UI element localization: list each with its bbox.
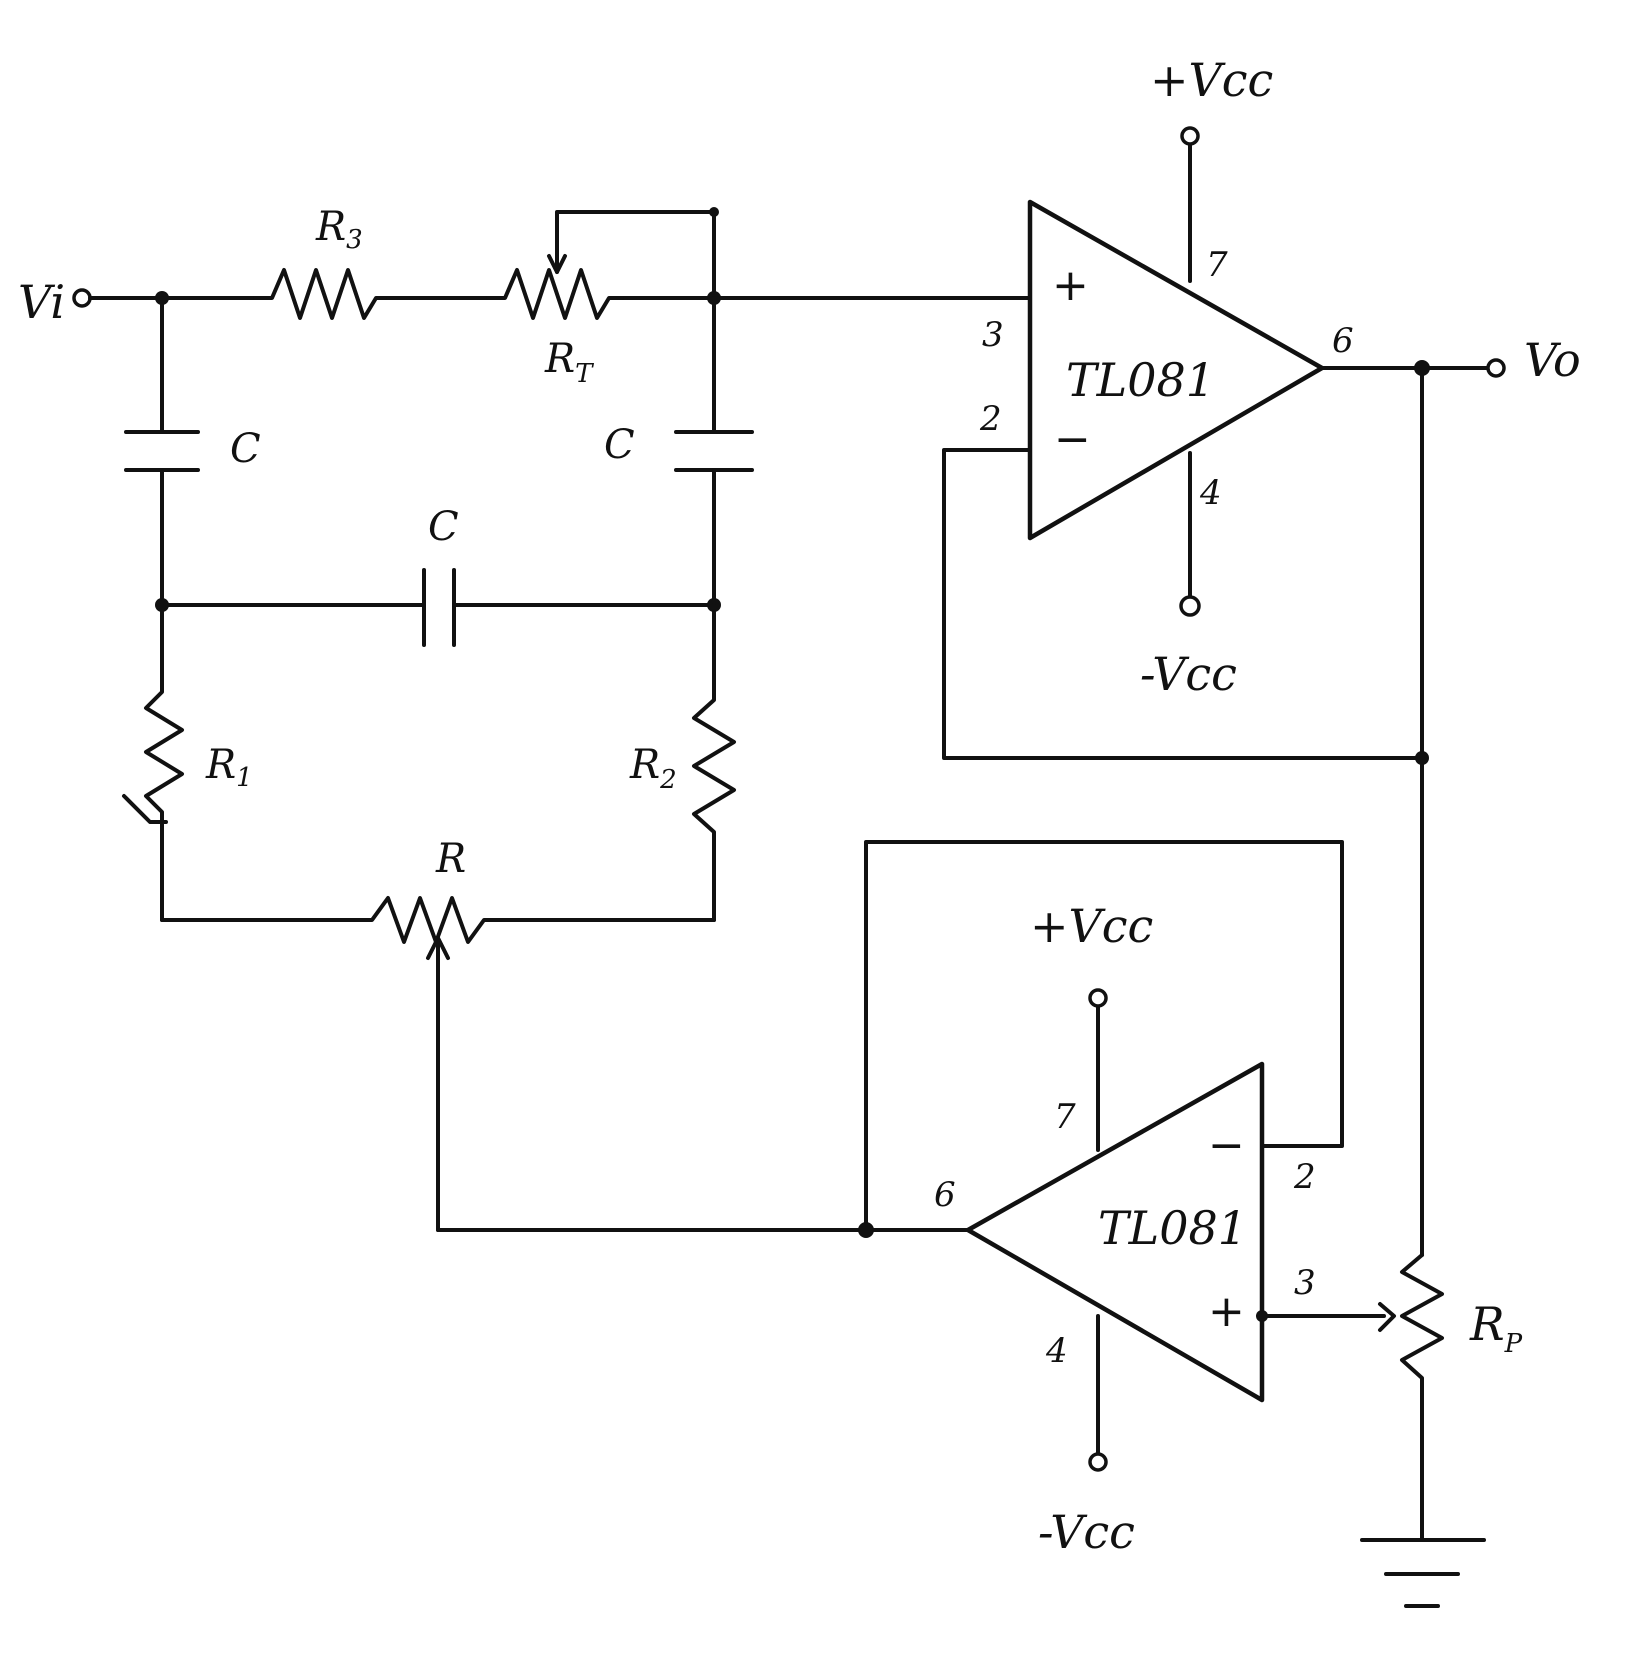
junction-dot: [709, 207, 719, 217]
opamp-bottom-pin-out: 6: [934, 1175, 956, 1215]
rp-label: RP: [1469, 1297, 1523, 1359]
opamp-top-pin-plus: 3: [982, 315, 1004, 355]
opamp-top-name: TL081: [1066, 353, 1215, 407]
rt-label: RT: [544, 336, 594, 389]
resistor-r3: [253, 268, 387, 320]
c-left-label: C: [230, 426, 261, 472]
opamp-bottom-plus-sign: +: [1208, 1286, 1245, 1337]
r3-label: R3: [315, 204, 363, 255]
opamp-bottom-vcc-pos: +Vcc: [1030, 899, 1153, 953]
vi-label: Vi: [18, 275, 65, 329]
opamp-bottom-name: TL081: [1098, 1201, 1247, 1255]
opamp-top-plus-sign: +: [1052, 260, 1089, 311]
potentiometer-rp: [1378, 1253, 1444, 1542]
r-label: R: [435, 836, 466, 882]
opamp-top-minus-sign: −: [1054, 414, 1091, 465]
opamp-bottom-pin-plus: 3: [1294, 1263, 1316, 1303]
junction-dot: [1256, 1310, 1268, 1322]
opamp-bottom-vcc-neg: -Vcc: [1038, 1505, 1135, 1559]
ground-icon: [1360, 1538, 1486, 1608]
capacitor-c-left: [124, 296, 200, 607]
capacitor-c-middle: [160, 568, 716, 647]
opamp-top: [942, 126, 1424, 760]
r1-label: R1: [205, 742, 253, 793]
opamp-bottom-pin-vpos: 7: [1054, 1097, 1076, 1137]
opamp-top-vcc-pos: +Vcc: [1150, 53, 1273, 107]
r2-label: R2: [629, 742, 677, 795]
opamp-bottom-pin-vneg: 4: [1045, 1331, 1068, 1371]
junction-dot: [1414, 360, 1430, 376]
output-wires: [1320, 366, 1490, 1257]
resistor-r2: [692, 603, 736, 922]
opamp-top-pin-vneg: 4: [1199, 473, 1222, 513]
output-terminal: [1486, 358, 1506, 378]
opamp-top-pin-vpos: 7: [1206, 245, 1228, 285]
opamp-top-pin-out: 6: [1332, 321, 1354, 361]
resistor-r1: [122, 603, 184, 922]
junction-dot: [858, 1222, 874, 1238]
c-middle-label: C: [428, 504, 459, 550]
potentiometer-r: [160, 896, 716, 1232]
capacitor-c-right: [674, 296, 754, 607]
vo-label: Vo: [1524, 333, 1581, 387]
c-right-label: C: [604, 422, 635, 468]
junction-dot: [1415, 751, 1429, 765]
opamp-bottom: [436, 840, 1386, 1472]
opamp-top-pin-minus: 2: [979, 399, 1002, 439]
input-terminal: [72, 288, 92, 308]
opamp-bottom-pin-minus: 2: [1293, 1157, 1316, 1197]
trimmer-rt: [486, 210, 716, 320]
opamp-bottom-minus-sign: −: [1208, 1120, 1245, 1171]
opamp-top-vcc-neg: -Vcc: [1140, 647, 1237, 701]
